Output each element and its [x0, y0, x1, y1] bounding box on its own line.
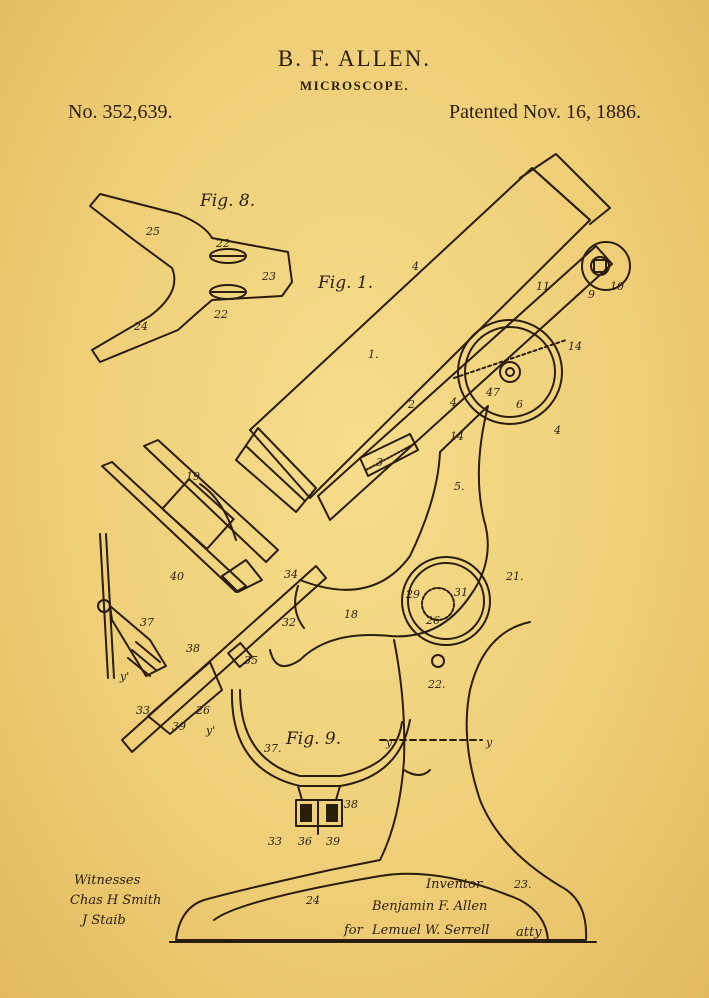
ref-35: 35 [244, 654, 258, 667]
witness-1-signature: Chas H Smith [70, 893, 161, 908]
fig9-label: Fig. 9. [285, 729, 341, 749]
ref-y3: y [385, 736, 393, 749]
ref-z4: 4 [553, 424, 561, 437]
ref-23: 23 [261, 270, 276, 283]
ref-37b: 37. [264, 742, 282, 755]
ref-24b: 24 [305, 894, 320, 907]
ref-26b: 26 [195, 704, 210, 717]
witnesses-label: Witnesses [74, 873, 141, 888]
ref-31: 31 [454, 586, 468, 599]
ref-4b: 4 [449, 396, 457, 409]
ref-21: 21. [505, 570, 524, 583]
ref-y2: y' [205, 724, 215, 737]
ref-34: 34 [284, 568, 298, 581]
ref-y1: y' [119, 670, 129, 683]
attorney-suffix: atty [516, 925, 542, 940]
mirror-arm [97, 533, 327, 753]
ref-47: 47 [485, 386, 500, 399]
ref-22: 22. [427, 678, 446, 691]
ref-18: 18 [344, 608, 358, 621]
ref-39b: 39 [326, 835, 340, 848]
stage-assembly [101, 439, 279, 593]
ref-10: 10 [610, 280, 624, 293]
ref-38b: 38 [344, 798, 358, 811]
inventor-signature: Benjamin F. Allen [371, 899, 487, 914]
fig9-drawing [230, 689, 411, 835]
ref-29: 29 [405, 588, 420, 601]
ref-32: 32 [282, 616, 296, 629]
patent-date: Patented Nov. 16, 1886. [448, 101, 641, 123]
patent-number: No. 352,639. [68, 101, 173, 123]
pillar-and-base [169, 621, 597, 943]
inventor-label: Inventor [425, 877, 483, 892]
fig1-label: Fig. 1. [317, 273, 373, 293]
microscope-tube [235, 153, 613, 521]
attorney-signature: Lemuel W. Serrell [371, 923, 489, 938]
ref-9: 9 [588, 288, 595, 301]
ref-5: 5. [454, 480, 465, 493]
ref-4a: 4 [411, 260, 419, 273]
ref-33b: 33 [268, 835, 282, 848]
ref-6: 6 [516, 398, 523, 411]
ref-36: 36 [298, 835, 312, 848]
microscope-arm [269, 405, 489, 668]
ref-14b: 14 [450, 430, 464, 443]
attorney-prefix: for [343, 923, 364, 938]
ref-22b: 22 [213, 308, 228, 321]
ref-38: 38 [186, 642, 200, 655]
inventor-name: B. F. ALLEN. [277, 46, 432, 71]
ref-39: 39 [172, 720, 186, 733]
pivot-disk [401, 556, 491, 668]
fine-adjust-knob [581, 241, 631, 291]
ref-40: 40 [169, 570, 184, 583]
ref-23b: 23. [513, 878, 532, 891]
ref-11: 11 [536, 280, 550, 293]
ref-2: 2 [407, 398, 415, 411]
ref-25: 25 [145, 225, 160, 238]
ref-26: 26 [425, 614, 440, 627]
ref-1: 1. [368, 348, 379, 361]
ref-3: 3 [376, 456, 383, 469]
witness-2-signature: J Staib [79, 913, 126, 928]
ref-37: 37 [140, 616, 154, 629]
rack [359, 433, 419, 477]
ref-33: 33 [136, 704, 150, 717]
focus-wheel [453, 319, 567, 425]
ref-24: 24 [133, 320, 148, 333]
invention-title: MICROSCOPE. [299, 78, 410, 93]
ref-14a: 14 [568, 340, 582, 353]
ref-22a: 22 [215, 237, 230, 250]
fig8-drawing [89, 193, 293, 363]
ref-y4: y [485, 736, 493, 749]
ref-19: 19 [186, 470, 200, 483]
fig8-label: Fig. 8. [199, 191, 255, 211]
